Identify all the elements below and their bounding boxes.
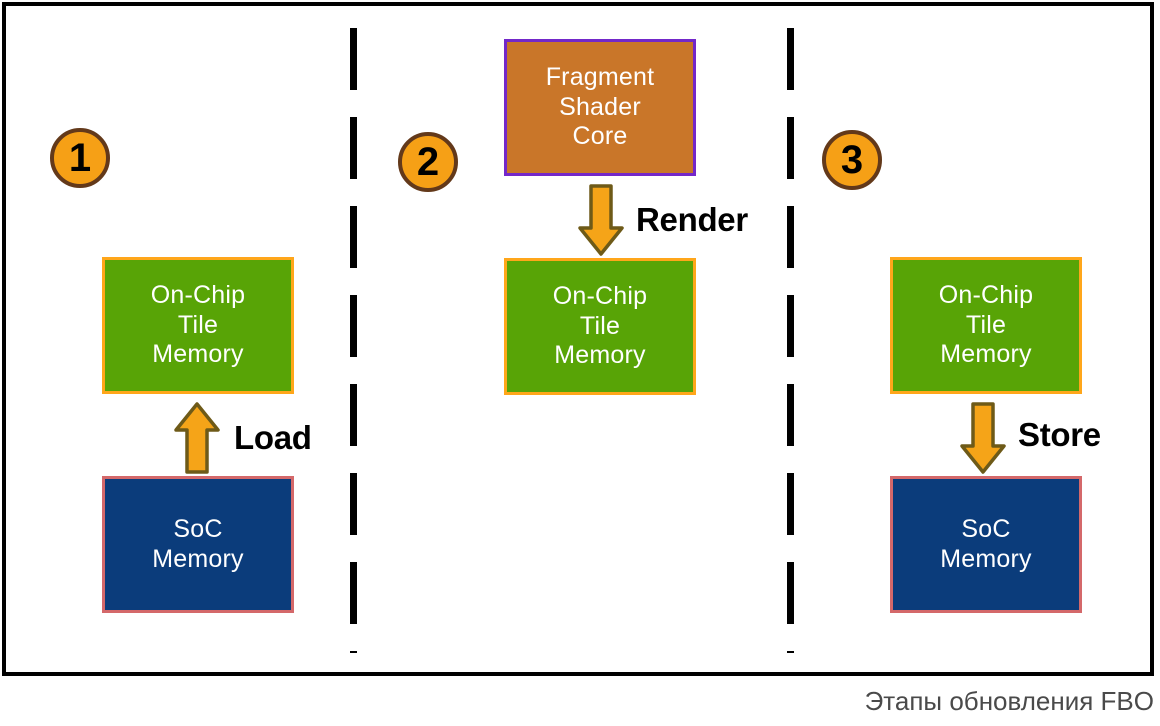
column-divider-1 [350,28,357,653]
column-divider-2 [787,28,794,653]
block-on-chip-tile-memory-1: On-Chip Tile Memory [102,257,294,394]
block-soc-memory-3: SoC Memory [890,476,1082,613]
arrow-label-load: Load [234,419,312,456]
step-badge-2: 2 [398,132,458,192]
arrow-label-store: Store [1018,416,1101,453]
step-badge-1: 1 [50,128,110,188]
block-fragment-shader-core: Fragment Shader Core [504,39,696,176]
diagram-frame: 1 On-Chip Tile Memory Load SoC Memory 2 … [2,2,1154,676]
arrow-up-icon-load [174,402,220,474]
diagram-caption: Этапы обновления FBO [864,686,1154,716]
block-on-chip-tile-memory-3: On-Chip Tile Memory [890,257,1082,394]
arrow-label-render: Render [636,201,748,238]
block-soc-memory-1: SoC Memory [102,476,294,613]
step-badge-3: 3 [822,130,882,190]
arrow-down-icon-render [578,184,624,256]
arrow-down-icon-store [960,402,1006,474]
block-on-chip-tile-memory-2: On-Chip Tile Memory [504,258,696,395]
